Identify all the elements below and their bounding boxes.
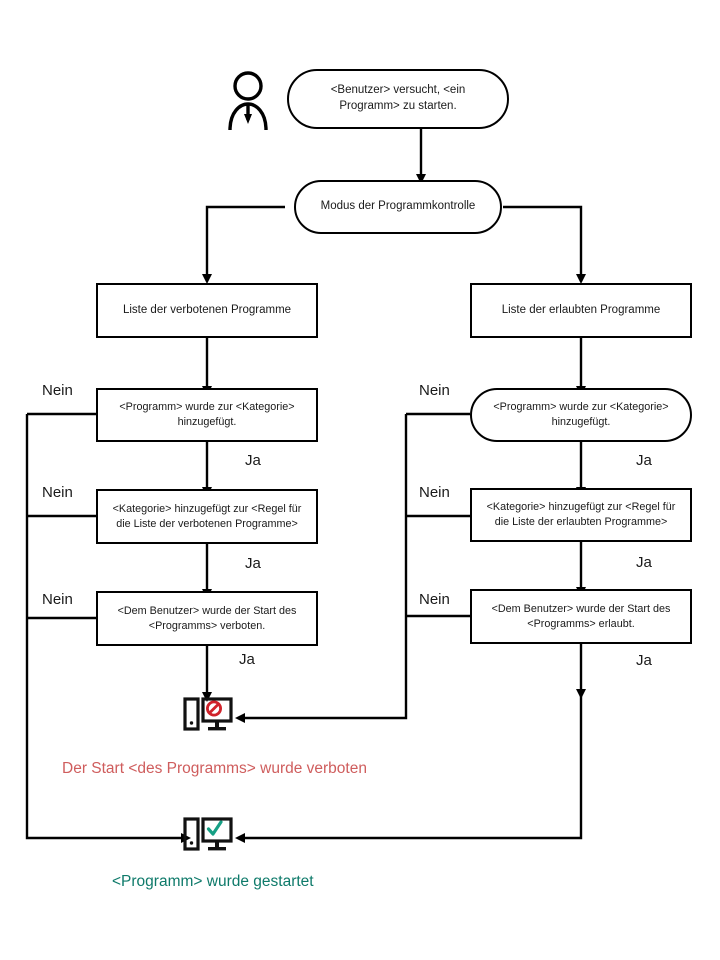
node-allow-category-label: <Programm> wurde zur <Kategorie> hinzuge… — [493, 401, 669, 428]
node-allow-rule[interactable]: <Kategorie> hinzugefügt zur <Regel für d… — [470, 488, 692, 542]
node-allow-category[interactable]: <Programm> wurde zur <Kategorie> hinzuge… — [470, 388, 692, 442]
node-deny-rule[interactable]: <Kategorie> hinzugefügt zur <Regel für d… — [96, 489, 318, 544]
node-deny-rule-label: <Kategorie> hinzugefügt zur <Regel für d… — [112, 502, 302, 530]
node-allow-user-label: <Dem Benutzer> wurde der Start des <Prog… — [491, 602, 671, 630]
node-deny-category-label: <Programm> wurde zur <Kategorie> hinzuge… — [119, 401, 295, 428]
node-allow-rule-label: <Kategorie> hinzugefügt zur <Regel für d… — [486, 501, 676, 528]
edge-label-left-nein-2: Nein — [42, 484, 73, 501]
edge-label-left-nein-1: Nein — [42, 382, 73, 399]
outcome-started-text: <Programm> wurde gestartet — [112, 873, 314, 890]
user-person-icon — [222, 70, 274, 132]
node-denylist-label: Liste der verbotenen Programme — [122, 303, 292, 316]
node-start[interactable]: <Benutzer> versucht, <ein Programm> zu s… — [287, 69, 509, 129]
node-allowlist[interactable]: Liste der erlaubten Programme — [470, 283, 692, 338]
computer-blocked-icon — [183, 696, 233, 738]
edge-label-left-ja-1: Ja — [245, 452, 261, 469]
computer-allowed-icon — [183, 816, 233, 858]
edge-label-right-nein-3: Nein — [419, 591, 450, 608]
edge-label-right-nein-2: Nein — [419, 484, 450, 501]
node-deny-user-label: <Dem Benutzer> wurde der Start des <Prog… — [117, 604, 297, 632]
node-mode[interactable]: Modus der Programmkontrolle — [294, 180, 502, 234]
edge-label-right-nein-1: Nein — [419, 382, 450, 399]
edge-label-right-ja-2: Ja — [636, 554, 652, 571]
node-deny-user[interactable]: <Dem Benutzer> wurde der Start des <Prog… — [96, 591, 318, 646]
edge-label-right-ja-1: Ja — [636, 452, 652, 469]
node-allow-user[interactable]: <Dem Benutzer> wurde der Start des <Prog… — [470, 589, 692, 644]
edge-label-right-ja-3: Ja — [636, 652, 652, 669]
node-mode-label: Modus der Programmkontrolle — [320, 200, 476, 213]
node-denylist[interactable]: Liste der verbotenen Programme — [96, 283, 318, 338]
edge-label-left-nein-3: Nein — [42, 591, 73, 608]
node-deny-category[interactable]: <Programm> wurde zur <Kategorie> hinzuge… — [96, 388, 318, 442]
edge-label-left-ja-2: Ja — [245, 555, 261, 572]
node-start-label: <Benutzer> versucht, <ein Programm> zu s… — [330, 84, 466, 112]
node-allowlist-label: Liste der erlaubten Programme — [501, 303, 661, 316]
edge-label-left-ja-3: Ja — [239, 651, 255, 668]
outcome-blocked-text: Der Start <des Programms> wurde verboten — [62, 760, 367, 777]
